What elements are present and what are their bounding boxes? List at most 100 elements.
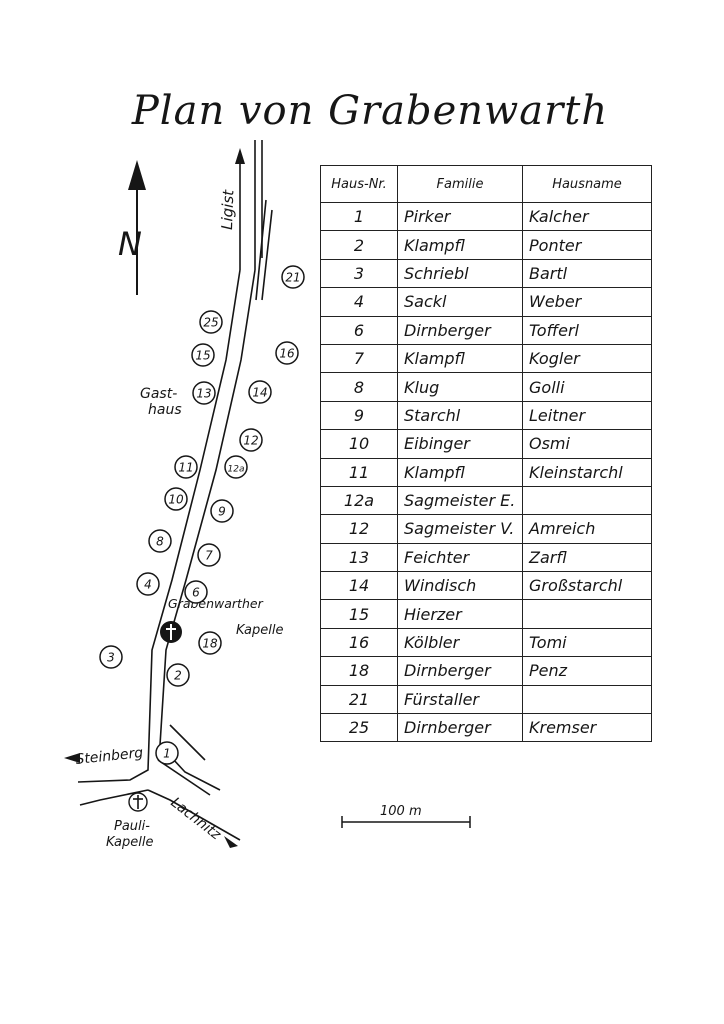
family-cell: Dirnberger <box>397 656 523 686</box>
house-marker <box>275 341 299 365</box>
family-cell: Sackl <box>397 287 523 317</box>
house-marker-label: 1 <box>163 747 171 761</box>
house-marker-label: 13 <box>196 387 211 401</box>
house-marker-label: 21 <box>285 271 300 285</box>
chapel-icon <box>160 621 182 643</box>
kapelle-label-line1: Grabenwarther <box>168 596 264 611</box>
house-marker <box>192 381 216 405</box>
house-marker <box>210 499 234 523</box>
house-number-cell: 1 <box>320 201 398 232</box>
house-marker <box>199 310 223 334</box>
house-name-cell <box>522 599 652 629</box>
house-marker-label: 11 <box>178 461 193 475</box>
house-marker <box>198 631 222 655</box>
house-name-cell: Leitner <box>522 400 652 431</box>
house-number-cell: 11 <box>320 457 398 487</box>
family-cell: Windisch <box>397 571 523 601</box>
house-marker-label: 18 <box>202 637 218 651</box>
scale-bar: 100 m <box>341 804 471 828</box>
house-number-cell: 10 <box>320 429 398 459</box>
house-name-cell: Tomi <box>522 627 652 658</box>
family-cell: Klampfl <box>397 343 523 374</box>
family-cell: Pirker <box>397 201 523 232</box>
family-cell: Sagmeister V. <box>397 514 523 544</box>
column-header-house-name: Hausname <box>522 165 652 203</box>
road-label-steinberg: Steinberg <box>75 745 144 768</box>
gasthaus-label-line2: haus <box>148 402 182 418</box>
house-marker-label: 2 <box>174 669 182 683</box>
family-cell: Klug <box>397 372 523 402</box>
family-cell: Feichter <box>397 542 523 573</box>
house-marker <box>248 380 272 404</box>
pauli-chapel-icon <box>128 792 148 812</box>
house-marker <box>281 265 305 289</box>
house-marker-label: 4 <box>144 578 152 592</box>
family-cell: Klampfl <box>397 230 523 260</box>
house-number-cell: 13 <box>320 542 398 573</box>
house-name-cell: Penz <box>522 656 652 686</box>
house-name-cell: Ponter <box>522 230 652 260</box>
house-number-cell: 4 <box>320 287 398 317</box>
house-marker-label: 15 <box>195 349 210 363</box>
house-marker-label: 12 <box>243 434 258 448</box>
kapelle-label-line2: Kapelle <box>236 623 284 638</box>
steinberg-arrow-icon <box>64 753 80 763</box>
house-name-cell: Kremser <box>522 713 652 743</box>
house-number-cell: 16 <box>320 627 398 658</box>
family-cell: Schriebl <box>397 258 523 289</box>
house-name-cell: Tofferl <box>522 315 652 345</box>
north-arrow-icon <box>128 160 146 295</box>
house-number-cell: 14 <box>320 571 398 601</box>
house-name-cell: Golli <box>522 372 652 402</box>
house-marker-label: 8 <box>156 535 164 549</box>
house-name-cell: Weber <box>522 287 652 317</box>
house-marker <box>136 572 160 596</box>
main-road <box>77 140 273 841</box>
house-marker-label: 14 <box>252 386 267 400</box>
house-name-cell: Kleinstarchl <box>522 457 652 487</box>
house-marker-label: 16 <box>279 347 295 361</box>
house-name-cell: Kogler <box>522 343 652 374</box>
house-marker <box>184 580 208 604</box>
house-marker <box>148 529 172 553</box>
house-number-cell: 25 <box>320 713 398 743</box>
family-cell: Eibinger <box>397 429 523 459</box>
house-marker-label: 3 <box>107 651 115 665</box>
house-name-cell <box>522 684 652 715</box>
family-cell: Starchl <box>397 400 523 431</box>
house-number-cell: 6 <box>320 315 398 345</box>
house-marker-label: 10 <box>168 493 184 507</box>
family-cell: Fürstaller <box>397 684 523 715</box>
house-number-cell: 7 <box>320 343 398 374</box>
pauli-label-line1: Pauli- <box>114 819 150 834</box>
house-number-cell: 8 <box>320 372 398 402</box>
house-number-cell: 3 <box>320 258 398 289</box>
family-cell: Kölbler <box>397 627 523 658</box>
house-name-cell: Osmi <box>522 429 652 459</box>
house-marker <box>166 663 190 687</box>
table-header-row: Haus-Nr. Familie Hausname <box>320 165 652 203</box>
house-name-cell: Kalcher <box>522 201 652 232</box>
gasthaus-label-line1: Gast- <box>140 386 177 402</box>
house-marker <box>164 487 188 511</box>
lachnitz-arrow-icon <box>224 836 238 848</box>
house-marker <box>99 645 123 669</box>
family-cell: Sagmeister E. <box>397 485 523 516</box>
house-name-cell: Bartl <box>522 258 652 289</box>
road-label-ligist: Ligist <box>218 189 237 231</box>
